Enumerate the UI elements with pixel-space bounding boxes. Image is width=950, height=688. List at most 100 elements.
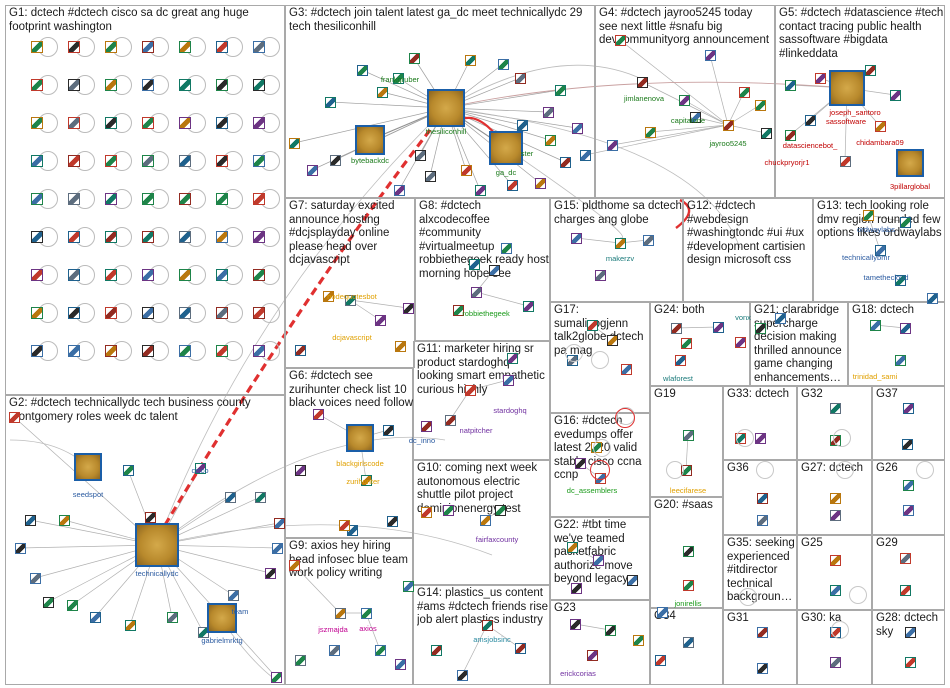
- g4-node[interactable]: [760, 127, 772, 139]
- g1-node[interactable]: [179, 155, 191, 167]
- cluster-node[interactable]: [754, 432, 766, 444]
- cluster-node[interactable]: [294, 464, 306, 476]
- g5-node[interactable]: [839, 155, 851, 167]
- g1-node[interactable]: [216, 231, 228, 243]
- g4-node[interactable]: [636, 76, 648, 88]
- cluster-node[interactable]: [682, 636, 694, 648]
- g1-node[interactable]: [142, 345, 154, 357]
- g1-node[interactable]: [253, 307, 265, 319]
- g3-node[interactable]: [329, 154, 341, 166]
- g1-node[interactable]: [105, 79, 117, 91]
- cluster-node[interactable]: [899, 216, 911, 228]
- g1-node[interactable]: [31, 117, 43, 129]
- cluster-node[interactable]: [312, 408, 324, 420]
- g2-node[interactable]: [8, 411, 20, 423]
- cluster-node[interactable]: [674, 354, 686, 366]
- cluster-node[interactable]: [829, 554, 841, 566]
- g1-node[interactable]: [253, 79, 265, 91]
- cluster-node[interactable]: [479, 514, 491, 526]
- cluster-node[interactable]: [829, 402, 841, 414]
- g3-node[interactable]: [324, 96, 336, 108]
- cluster-node[interactable]: [254, 491, 266, 503]
- cluster-node[interactable]: [360, 474, 372, 486]
- cluster-node[interactable]: [569, 618, 581, 630]
- cluster-node[interactable]: [288, 559, 300, 571]
- g1-node[interactable]: [253, 155, 265, 167]
- cluster-node[interactable]: [904, 656, 916, 668]
- g4-node[interactable]: [678, 94, 690, 106]
- g2-node[interactable]: [194, 462, 206, 474]
- cluster-node[interactable]: [586, 319, 598, 331]
- g1-node[interactable]: [179, 79, 191, 91]
- seedspot-node[interactable]: [74, 453, 102, 481]
- g1-node[interactable]: [31, 345, 43, 357]
- cluster-node[interactable]: [754, 322, 766, 334]
- cluster-node[interactable]: [328, 644, 340, 656]
- cluster-node[interactable]: [500, 242, 512, 254]
- g3-node[interactable]: [288, 137, 300, 149]
- g2-node[interactable]: [124, 619, 136, 631]
- g1-node[interactable]: [31, 231, 43, 243]
- cluster-node[interactable]: [654, 654, 666, 666]
- g2-node[interactable]: [264, 567, 276, 579]
- g3-node[interactable]: [534, 177, 546, 189]
- cluster-node[interactable]: [592, 554, 604, 566]
- cluster-node[interactable]: [680, 337, 692, 349]
- cluster-node[interactable]: [899, 584, 911, 596]
- g2-node[interactable]: [29, 572, 41, 584]
- joseph-santoro-node[interactable]: [829, 70, 865, 106]
- g1-node[interactable]: [105, 345, 117, 357]
- g3-node[interactable]: [497, 58, 509, 70]
- g3-node[interactable]: [460, 164, 472, 176]
- g5-node[interactable]: [889, 89, 901, 101]
- g3-node[interactable]: [571, 122, 583, 134]
- g3-node[interactable]: [559, 156, 571, 168]
- cluster-node[interactable]: [604, 624, 616, 636]
- cluster-node[interactable]: [494, 504, 506, 516]
- g1-node[interactable]: [179, 117, 191, 129]
- g2-node[interactable]: [24, 514, 36, 526]
- g1-node[interactable]: [31, 193, 43, 205]
- g1-node[interactable]: [105, 41, 117, 53]
- g1-node[interactable]: [68, 231, 80, 243]
- g3-node[interactable]: [393, 184, 405, 196]
- cluster-node[interactable]: [899, 322, 911, 334]
- cluster-node[interactable]: [899, 552, 911, 564]
- cluster-node[interactable]: [452, 304, 464, 316]
- g2-node[interactable]: [66, 599, 78, 611]
- g1-node[interactable]: [253, 269, 265, 281]
- g1-node[interactable]: [105, 155, 117, 167]
- cluster-node[interactable]: [502, 374, 514, 386]
- cluster-node[interactable]: [756, 492, 768, 504]
- g1-node[interactable]: [216, 155, 228, 167]
- cluster-node[interactable]: [386, 515, 398, 527]
- g2-node[interactable]: [14, 542, 26, 554]
- g1-node[interactable]: [105, 231, 117, 243]
- cluster-node[interactable]: [874, 244, 886, 256]
- g5-node[interactable]: [784, 79, 796, 91]
- cluster-node[interactable]: [374, 644, 386, 656]
- cluster-node[interactable]: [642, 234, 654, 246]
- g1-node[interactable]: [68, 269, 80, 281]
- g2-node[interactable]: [224, 491, 236, 503]
- cluster-node[interactable]: [456, 669, 468, 681]
- g1-node[interactable]: [253, 193, 265, 205]
- g1-node[interactable]: [216, 79, 228, 91]
- g4-node[interactable]: [722, 119, 734, 131]
- g1-node[interactable]: [179, 193, 191, 205]
- bytebackdc-node[interactable]: [355, 125, 385, 155]
- cluster-node[interactable]: [464, 384, 476, 396]
- g1-node[interactable]: [216, 41, 228, 53]
- g1-node[interactable]: [105, 117, 117, 129]
- g1-node[interactable]: [253, 41, 265, 53]
- cluster-node[interactable]: [756, 626, 768, 638]
- cluster-node[interactable]: [594, 269, 606, 281]
- g1-node[interactable]: [31, 41, 43, 53]
- cluster-node[interactable]: [901, 438, 913, 450]
- g1-node[interactable]: [216, 193, 228, 205]
- cluster-node[interactable]: [481, 619, 493, 631]
- g1-node[interactable]: [105, 307, 117, 319]
- g3-node[interactable]: [506, 179, 518, 191]
- cluster-node[interactable]: [566, 541, 578, 553]
- cluster-node[interactable]: [570, 232, 582, 244]
